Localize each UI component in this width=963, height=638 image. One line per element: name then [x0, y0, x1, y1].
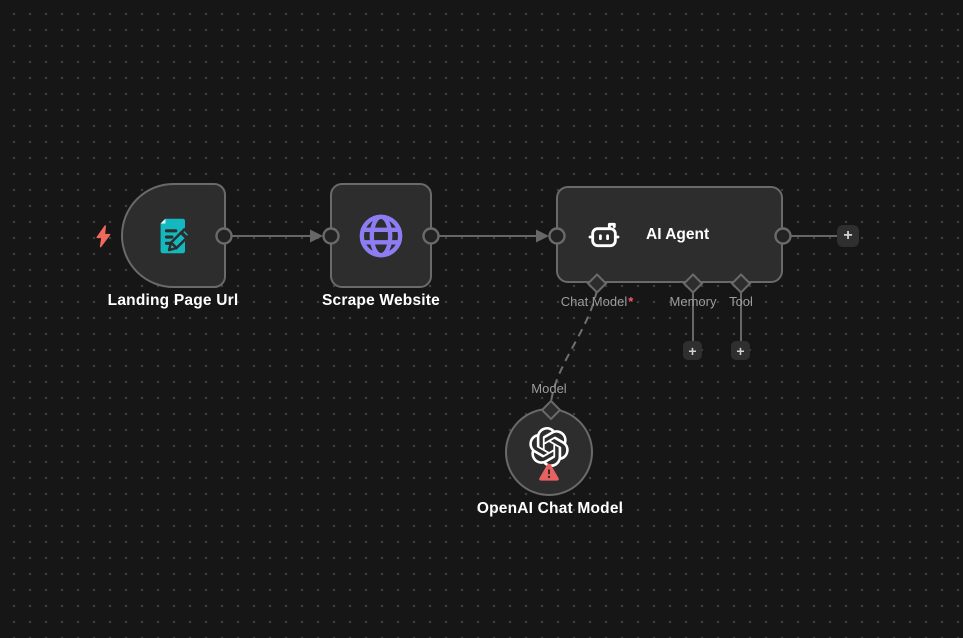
node-label-openai-chat-model: OpenAI Chat Model [476, 500, 624, 517]
node-scrape-website[interactable] [330, 183, 432, 288]
port-label-model: Model [531, 381, 567, 396]
port-label-tool: Tool [729, 294, 753, 309]
arrowhead-icon [536, 229, 549, 243]
output-port-scrape[interactable] [422, 227, 440, 245]
openai-icon [529, 426, 569, 467]
node-label-scrape-website: Scrape Website [322, 292, 440, 309]
port-memory[interactable] [682, 273, 704, 294]
input-port-agent[interactable] [548, 227, 566, 245]
port-tool[interactable] [730, 273, 752, 294]
connection-landing-to-scrape[interactable] [225, 229, 323, 243]
form-edit-icon [151, 213, 197, 259]
node-ai-agent[interactable]: AI Agent [556, 186, 783, 283]
node-label-ai-agent: AI Agent [646, 225, 710, 243]
port-label-memory: Memory [669, 294, 717, 309]
add-memory-button[interactable]: + [683, 341, 702, 360]
node-label-landing-page-url: Landing Page Url [107, 292, 239, 309]
add-next-node-button[interactable]: + [837, 225, 859, 247]
required-marker: * [628, 294, 634, 309]
output-port-landing[interactable] [215, 227, 233, 245]
node-landing-page-url[interactable] [121, 183, 226, 288]
port-chat-model[interactable] [586, 273, 608, 294]
output-port-agent[interactable] [774, 227, 792, 245]
add-tool-button[interactable]: + [731, 341, 750, 360]
input-port-scrape[interactable] [322, 227, 340, 245]
port-openai-model[interactable] [540, 399, 562, 421]
connection-chatmodel-to-openai[interactable] [550, 289, 598, 403]
robot-icon [584, 215, 624, 255]
connection-scrape-to-agent[interactable] [431, 229, 549, 243]
arrowhead-icon [310, 229, 323, 243]
node-openai-chat-model[interactable] [505, 408, 593, 496]
port-label-chat-model: Chat Model* [560, 294, 634, 309]
warning-icon [539, 463, 559, 487]
trigger-bolt-icon [94, 225, 113, 253]
globe-icon [356, 211, 406, 261]
